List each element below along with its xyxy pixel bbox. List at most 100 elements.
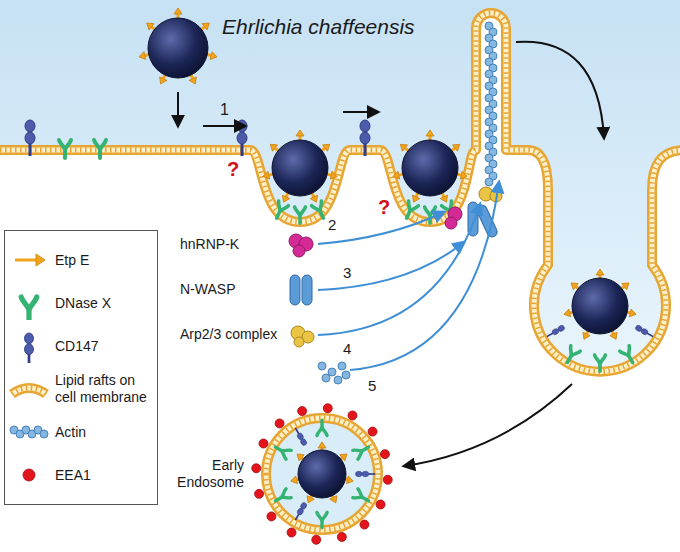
eea1-dot [259,439,268,448]
etp-e-head [571,283,578,290]
dnase-x-shape [595,355,606,371]
recruitment-arrow [350,182,499,370]
cd147-stem [368,473,375,475]
protein-label: N-WASP [180,281,235,298]
membrane-core [12,388,46,394]
n-wasp [302,275,312,305]
dnase-x-shape [353,443,371,459]
process-arrow [343,111,378,113]
dnase-x [295,207,306,223]
eea1-dot [383,475,392,484]
recruitment-arrow [318,204,480,335]
question-mark: ? [378,195,390,219]
n-wasp [290,275,300,305]
etp-e-head [330,171,337,179]
etp-e-head [440,195,447,202]
dnase-x [563,346,580,365]
cd147-stem [29,143,32,156]
etp-e-head [318,442,326,448]
etp-e-head [393,171,400,179]
etp-e-head [323,144,330,151]
actin-monomer [342,371,350,379]
dnase-x [620,346,637,365]
callout-number: 4 [343,340,351,358]
etp-e-head [147,23,154,30]
endosome-lumen [266,418,378,530]
legend-icon [9,372,49,406]
dnase-x-shape [620,346,637,365]
actin-subunit [485,178,493,186]
cd147-domain [300,502,308,510]
etp-e-head [564,309,571,317]
callout-number: 1 [220,100,229,119]
eea1-dot [337,532,346,541]
etp-e-stalk [15,259,37,262]
dnase-x-shape [353,489,371,505]
eea1-dot [380,450,389,459]
etp-e-head [263,171,270,179]
legend-box: Etp EDNase XCD147Lipid rafts on cell mem… [4,230,158,505]
dnase-x [353,489,371,505]
eea1-dot [348,411,357,420]
eea1-dot [360,520,369,529]
eea1-dot [287,528,296,537]
legend-icon [9,415,49,449]
dnase-x [59,140,71,158]
actin-monomer [322,374,330,382]
cd147-domain [300,438,308,446]
process-arrow [516,42,604,138]
etp-e-head [583,332,590,339]
legend-icon [9,243,49,277]
cd147 [25,120,35,156]
callout-number: 2 [328,216,336,234]
lipid-heads [266,418,378,530]
legend-icon [9,458,49,492]
dnase-x-shape [59,140,71,158]
etp-e-head [629,309,636,317]
actin-monomer [338,362,346,370]
dnase-x-shape [273,489,291,505]
dnase-x [402,201,419,220]
etp-e-head [426,130,434,136]
dnase-x [21,297,37,320]
etp-e-head [460,171,467,179]
arp23-complex [294,337,304,347]
cd147-domain [25,344,34,355]
etp-e-head [291,476,298,484]
dnase-x-shape [563,346,580,365]
dnase-x-shape [317,420,327,435]
cd147-stem [28,354,31,363]
dnase-x [312,201,329,220]
legend-icon [9,286,49,320]
cd147-stem [295,428,299,434]
actin-monomer [318,362,326,370]
species-name: Ehrlichia chaffeensis [222,14,415,39]
background-layer [0,0,680,530]
membrane-layer [0,13,680,530]
cd147 [546,324,566,339]
dnase-x-shape [317,513,327,528]
hnrnp-k-bound [445,217,457,229]
dnase-x-shape [295,207,306,223]
etp-e-head [189,77,196,84]
etp-e-head [453,144,460,151]
etp-e-head [210,52,217,60]
ehrlichia-bacterium [298,450,346,498]
eea1-dot [255,489,264,498]
protein-label: Arp2/3 complex [180,326,277,343]
eea1-dot [267,512,276,521]
legend-row: DNase X [9,283,153,323]
eea1-dot [323,404,332,413]
etp-e-head [174,8,182,14]
protein-label: hnRNP-K [180,236,239,253]
bacteria-layer [139,8,636,503]
actin-subunit [40,430,48,438]
eea1-dot [368,427,377,436]
dnase-x [317,513,327,528]
dnase-x [595,355,606,371]
lipid-membrane [266,418,378,530]
etp-e-head [400,144,407,151]
molecule-layer [252,22,502,544]
actin-monomer [334,376,342,384]
legend-row: Lipid rafts on cell membrane [9,369,153,409]
